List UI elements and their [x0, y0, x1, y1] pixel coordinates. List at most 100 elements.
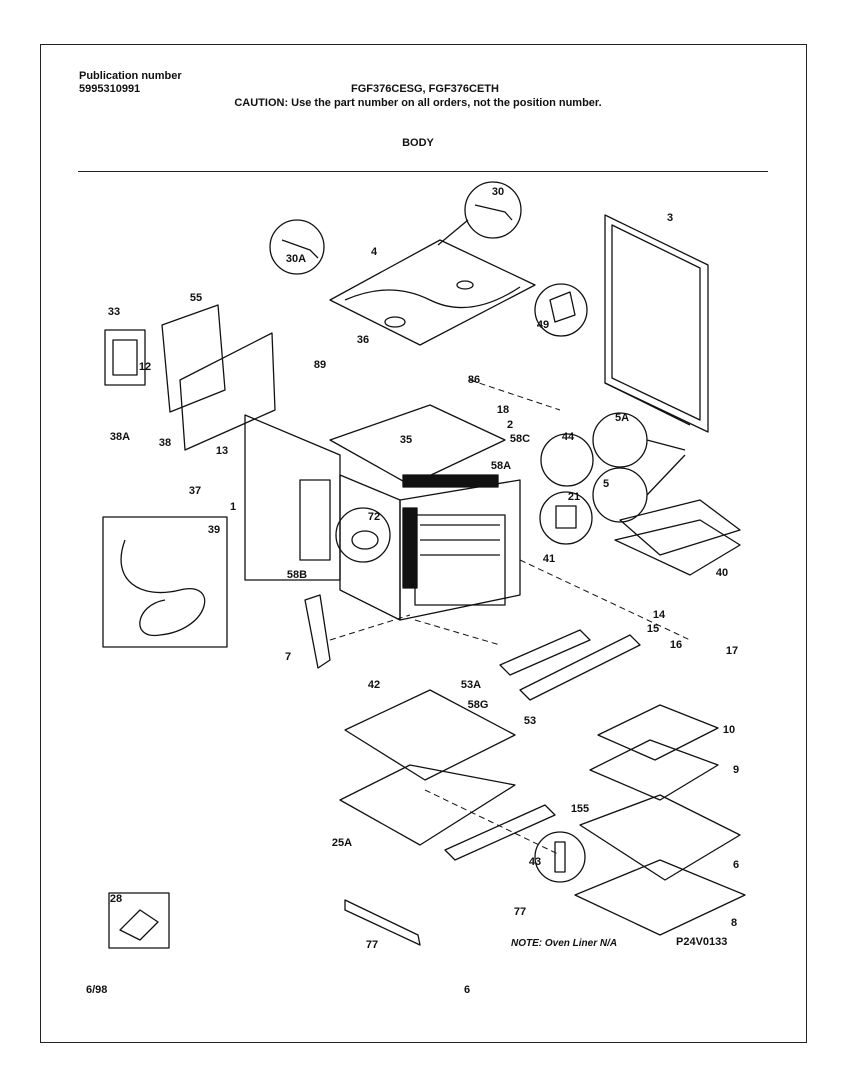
- part-callout-21: 21: [568, 491, 580, 503]
- junction-box-part: [104, 329, 146, 386]
- broiler-pan: [589, 739, 719, 801]
- part-callout-42: 42: [368, 679, 380, 691]
- burner-shield-part: [619, 499, 741, 556]
- part-callout-155: 155: [571, 803, 589, 815]
- rail-53: [519, 634, 641, 701]
- left-side-panel: [244, 414, 341, 581]
- part-callout-6: 6: [733, 859, 739, 871]
- part-callout-12: 12: [139, 361, 151, 373]
- part-callout-58c: 58C: [510, 433, 530, 445]
- part-callout-53a: 53A: [461, 679, 481, 691]
- rear-panel-part: [604, 214, 709, 433]
- detail-circle-5: [592, 467, 648, 523]
- part-callout-86: 86: [468, 374, 480, 386]
- part-callout-28: 28: [110, 893, 122, 905]
- part-callout-8: 8: [731, 917, 737, 929]
- oven-bottom-part: [344, 689, 516, 781]
- part-callout-15: 15: [647, 623, 659, 635]
- detail-circle-44: [540, 433, 594, 487]
- part-callout-38a: 38A: [110, 431, 130, 443]
- part-callout-53: 53: [524, 715, 536, 727]
- left-upper-panel: [179, 332, 276, 451]
- part-callout-35: 35: [400, 434, 412, 446]
- part-callout-5: 5: [603, 478, 609, 490]
- part-callout-44: 44: [562, 431, 575, 443]
- part-callout-4: 4: [371, 246, 378, 258]
- part-callout-13: 13: [216, 445, 228, 457]
- part-callout-18: 18: [497, 404, 509, 416]
- bake-element-cover: [339, 764, 516, 846]
- assembly-guide-lines: [329, 379, 691, 856]
- burner-tray-part: [614, 519, 741, 576]
- burner-tube-part: [444, 804, 556, 861]
- detail-circle-21: [539, 491, 593, 545]
- header-divider: [78, 171, 768, 172]
- part-callout-36: 36: [357, 334, 369, 346]
- part-callout-5a: 5A: [615, 412, 629, 424]
- part-callout-41: 41: [543, 553, 555, 565]
- part-callout-77: 77: [514, 906, 526, 918]
- page-frame: [40, 44, 807, 1043]
- oven-rack: [579, 794, 741, 881]
- clip-28-icon: [119, 909, 159, 941]
- part-callout-30: 30: [492, 186, 504, 198]
- top-panel-part: [329, 239, 536, 346]
- page-number: 6: [463, 984, 471, 996]
- part-callout-33: 33: [108, 306, 120, 318]
- oven-liner-frame: [574, 859, 746, 936]
- part-callout-55: 55: [190, 292, 202, 304]
- part-callout-16: 16: [670, 639, 682, 651]
- part-callout-1: 1: [230, 501, 236, 513]
- insulation-strip: [402, 507, 418, 589]
- part-callout-39: 39: [208, 524, 220, 536]
- part-callout-72: 72: [368, 511, 380, 523]
- part-callout-58g: 58G: [468, 699, 489, 711]
- part-callout-25a: 25A: [332, 837, 352, 849]
- publication-label: Publication number: [79, 70, 182, 82]
- revision-date: 6/98: [86, 984, 108, 996]
- rail-53a: [499, 629, 591, 676]
- side-bracket-part: [161, 304, 226, 413]
- detail-circle-72: [335, 507, 391, 563]
- part-callout-38: 38: [159, 437, 171, 449]
- part-callout-3: 3: [667, 212, 673, 224]
- part-callout-37: 37: [189, 485, 201, 497]
- part-callout-7: 7: [285, 651, 291, 663]
- toe-kick-part: [344, 899, 421, 946]
- bracket-30a-icon: [281, 239, 319, 259]
- detail-circle-30a: [269, 219, 325, 275]
- part-callout-43: 43: [529, 856, 541, 868]
- detail-circle-49: [534, 283, 588, 337]
- part-callout-77: 77: [366, 939, 378, 951]
- door-hinge-part: [304, 594, 331, 669]
- liner-note: NOTE: Oven Liner N/A: [511, 938, 618, 949]
- part-callout-89: 89: [314, 359, 326, 371]
- broiler-pan-insert: [597, 704, 719, 761]
- part-callout-9: 9: [733, 764, 739, 776]
- power-cord-box: [102, 516, 228, 648]
- part-callout-58b: 58B: [287, 569, 307, 581]
- insulation-58b: [299, 479, 331, 561]
- part-callout-10: 10: [723, 724, 735, 736]
- power-cord-icon: [120, 539, 206, 637]
- detail-circle-43: [534, 831, 586, 883]
- caution-text: CAUTION: Use the part number on all orde…: [234, 97, 602, 109]
- insulation-58a: [402, 474, 499, 488]
- section-title: BODY: [402, 137, 434, 149]
- part-28-box: [108, 892, 170, 949]
- model-numbers: FGF376CESG, FGF376CETH: [351, 83, 499, 95]
- bracket-30-icon: [474, 204, 513, 221]
- oven-body-part: [329, 404, 521, 621]
- part-callout-30a: 30A: [286, 253, 306, 265]
- part-callout-2: 2: [507, 419, 513, 431]
- part-callout-58a: 58A: [491, 460, 511, 472]
- detail-circle-30: [464, 181, 522, 239]
- part-callout-40: 40: [716, 567, 728, 579]
- part-callout-17: 17: [726, 645, 738, 657]
- diagram-code: P24V0133: [676, 936, 728, 948]
- publication-number: 5995310991: [79, 83, 141, 95]
- clip-49-icon: [549, 291, 576, 323]
- part-callout-49: 49: [537, 319, 549, 331]
- part-callout-14: 14: [653, 609, 666, 621]
